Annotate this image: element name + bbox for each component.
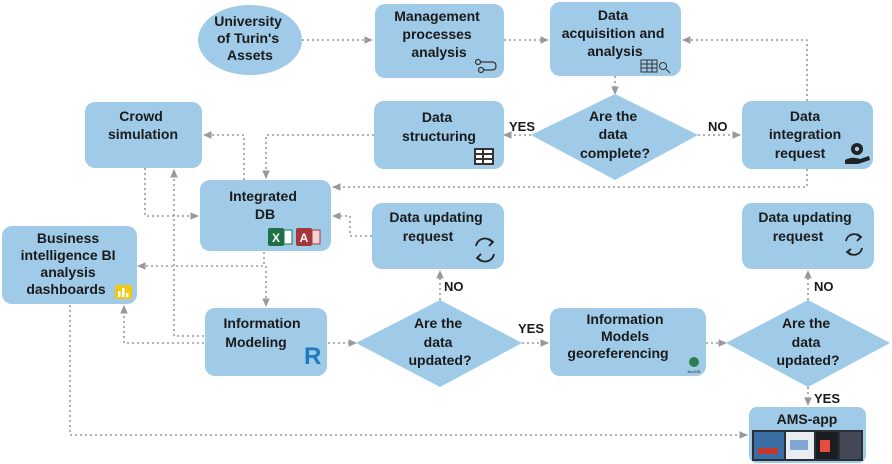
decision-data-updated-left: Are the data updated?	[356, 300, 522, 387]
node-data-updating-request-left: Data updating request	[372, 203, 504, 269]
process-flow-icon	[474, 58, 497, 74]
node-information-models-georeferencing: Information Models georeferencing ArcGIS	[550, 308, 706, 376]
svg-text:A: A	[300, 231, 309, 245]
label-no-left: NO	[444, 279, 464, 294]
table-search-icon	[640, 59, 671, 74]
label-yes-right: YES	[814, 391, 840, 406]
edge-crowd-db	[144, 168, 199, 220]
svg-text:R: R	[304, 343, 321, 370]
node-data-integration-request: Data integration request	[742, 101, 873, 169]
edge-labels: YES NO NO YES NO YES	[444, 119, 840, 406]
edge-db-bi	[137, 252, 265, 270]
svg-text:Crowd simulation: Crowd simulation	[108, 108, 178, 142]
edge-db-crowd	[203, 131, 245, 180]
svg-text:Management processes: Management processes analysis	[394, 8, 483, 60]
node-integrated-db: Integrated DB X A	[200, 180, 331, 251]
svg-text:Data updating request: Data updating request	[758, 209, 855, 244]
svg-text:Are the data updat: Are the data updated?	[777, 315, 840, 368]
label-no-right: NO	[814, 279, 834, 294]
edge-updatereq-db	[332, 212, 372, 237]
node-assets: University of Turin's Assets	[198, 5, 302, 75]
hand-gear-icon	[845, 143, 870, 164]
svg-text:Business intelligence BI: Business intelligence BI analysis dashbo…	[21, 230, 120, 297]
svg-text:AMS-app: AMS-app	[777, 411, 838, 427]
node-crowd-simulation: Crowd simulation	[85, 102, 202, 168]
label-yes-structuring: YES	[509, 119, 535, 134]
svg-text:Data structuring: Data structuring	[402, 109, 476, 144]
edge-infomodeling-crowd	[170, 169, 204, 337]
edge-structuring-db	[262, 134, 374, 179]
node-business-intelligence: Business intelligence BI analysis dashbo…	[2, 226, 137, 304]
svg-text:Are the data compl: Are the data complete?	[580, 108, 650, 161]
refresh-icon	[475, 237, 495, 263]
edge-infomodeling-bi	[120, 305, 204, 344]
app-screenshots-icon	[752, 430, 863, 461]
edge-integration-acquisition	[682, 36, 808, 101]
svg-text:Information Modeling: Information Modeling	[224, 315, 305, 350]
label-yes-left: YES	[518, 321, 544, 336]
node-data-structuring: Data structuring	[374, 101, 504, 169]
decision-data-complete: Are the data complete?	[531, 94, 698, 180]
svg-text:Data updating request: Data updating request	[389, 209, 486, 244]
access-icon: A	[296, 228, 321, 246]
svg-text:University of Turin's: University of Turin's Assets	[214, 13, 286, 63]
node-management-processes-analysis: Management processes analysis	[375, 4, 504, 78]
svg-text:Information Models: Information Models georeferencing	[567, 311, 668, 361]
decision-data-updated-right: Are the data updated?	[726, 300, 890, 387]
svg-text:Data integration r: Data integration request	[769, 108, 845, 161]
connectors	[69, 36, 812, 439]
node-ams-app: AMS-app	[749, 407, 866, 463]
arcgis-icon: ArcGIS	[688, 357, 701, 374]
svg-text:Are the data updat: Are the data updated?	[409, 315, 472, 368]
excel-icon: X	[268, 228, 293, 246]
dashboard-icon	[115, 285, 132, 299]
node-data-updating-request-right: Data updating request	[742, 203, 874, 269]
svg-text:X: X	[272, 231, 280, 245]
svg-text:Integrated DB: Integrated DB	[229, 188, 301, 222]
structure-grid-icon	[474, 148, 494, 165]
edge-integration-db	[332, 169, 808, 191]
node-data-acquisition-analysis: Data acquisition and analysis	[550, 2, 681, 76]
svg-text:ArcGIS: ArcGIS	[688, 369, 701, 374]
edge-bi-ams	[69, 305, 748, 439]
label-no-integration: NO	[708, 119, 728, 134]
node-information-modeling: Information Modeling R	[205, 308, 327, 376]
svg-text:Data acquisition and: Data acquisition and analysis	[562, 7, 669, 59]
refresh-icon-right	[845, 233, 863, 256]
revit-icon: R	[304, 343, 321, 370]
